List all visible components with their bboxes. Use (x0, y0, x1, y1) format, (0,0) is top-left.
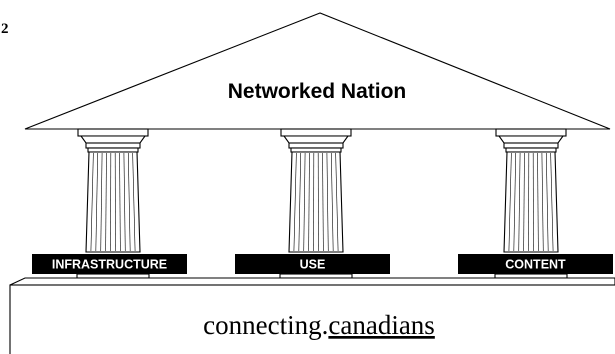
foundation-block (9, 284, 615, 354)
column-flute (541, 152, 544, 252)
column-neck (85, 142, 141, 149)
column-neck (288, 142, 344, 149)
column-flute (132, 152, 136, 252)
column-flute (326, 152, 329, 252)
pillar-label: CONTENT (505, 258, 566, 272)
column-plinth (76, 273, 150, 279)
column-abacus (77, 128, 149, 137)
column-flute (90, 152, 94, 252)
column-flute (537, 152, 539, 252)
column-neck-ring (87, 147, 139, 153)
column-flute (100, 152, 103, 252)
column-flute (335, 152, 339, 252)
column-flute (119, 152, 121, 252)
column-abacus (280, 128, 352, 137)
column-flute (95, 152, 99, 252)
column-flute (523, 152, 525, 252)
column-flute (303, 152, 306, 252)
foundation-text-part2: canadians (328, 310, 434, 340)
pillar-label: USE (300, 258, 326, 272)
column-2 (279, 128, 353, 279)
figure-number: 2 (1, 21, 9, 37)
foundation-text: connecting.canadians (203, 310, 435, 340)
roof-triangle (24, 12, 611, 130)
pillar-label-band (458, 254, 613, 274)
column-abacus (495, 128, 567, 137)
column-flute (508, 152, 512, 252)
pillar-use: USE (235, 254, 390, 274)
foundation-text-part1: connecting. (203, 310, 328, 340)
pillar-content: CONTENT (458, 254, 613, 274)
column-flute (545, 152, 549, 252)
column-plinth (279, 273, 353, 279)
column-flute (322, 152, 324, 252)
column-flute (293, 152, 297, 252)
pillar-label-band (235, 254, 390, 274)
column-neck (503, 142, 559, 149)
column-3 (494, 128, 568, 279)
roof-title: Networked Nation (228, 80, 407, 103)
roof: Networked Nation (24, 12, 611, 130)
column-flute (127, 152, 131, 252)
pillar-infrastructure: INFRASTRUCTURE (32, 254, 187, 274)
column-flute (550, 152, 554, 252)
column-neck-ring (505, 147, 557, 153)
column-echinus (282, 135, 350, 144)
foundation-top-edge (9, 277, 615, 286)
column-shaft (288, 151, 344, 253)
pillar-label-band (32, 254, 187, 274)
column-flute (298, 152, 302, 252)
column-shaft (85, 151, 141, 253)
column-neck-ring (290, 147, 342, 153)
column-flute (330, 152, 334, 252)
column-flute (105, 152, 107, 252)
column-plinth (494, 273, 568, 279)
columns (76, 128, 568, 279)
column-flute (308, 152, 310, 252)
column-echinus (79, 135, 147, 144)
column-flute (513, 152, 517, 252)
foundation: connecting.canadians (9, 277, 615, 354)
column-echinus (497, 135, 565, 144)
pillar-labels: INFRASTRUCTURE USE CONTENT (32, 254, 613, 274)
column-shaft (503, 151, 559, 253)
pillar-label: INFRASTRUCTURE (52, 258, 167, 272)
column-flute (518, 152, 521, 252)
column-flute (123, 152, 126, 252)
column-1 (76, 128, 150, 279)
